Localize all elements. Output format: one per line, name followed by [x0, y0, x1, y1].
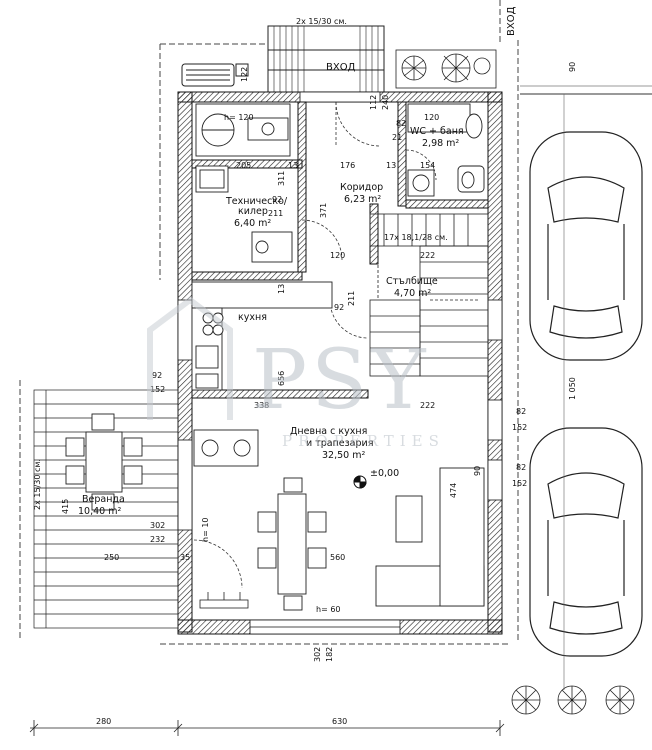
svg-text:92: 92	[152, 371, 162, 380]
svg-text:21: 21	[392, 133, 402, 142]
svg-text:302: 302	[313, 647, 322, 662]
stairs-spec: 17x 18,1/28 см.	[384, 233, 448, 242]
side-steps-label: 2x 15/30 см.	[33, 459, 42, 510]
level-label: ±0,00	[370, 468, 399, 479]
bathroom-fixtures	[407, 103, 485, 197]
svg-text:152: 152	[512, 479, 527, 488]
utility-label: Техническо/	[225, 196, 288, 207]
svg-text:240: 240	[381, 95, 390, 110]
plot-boundary	[19, 0, 519, 645]
svg-text:92: 92	[272, 195, 282, 204]
svg-text:232: 232	[150, 535, 165, 544]
car-icon	[529, 131, 643, 361]
svg-text:82: 82	[396, 119, 406, 128]
boiler-icon	[195, 103, 293, 263]
interior-walls	[191, 101, 489, 399]
plant-icon	[395, 49, 497, 89]
svg-text:h= 120: h= 120	[224, 113, 254, 122]
entrance-label: ВХОД	[326, 62, 356, 73]
watermark: PSY PROPERTIES	[147, 296, 445, 450]
dining-table-icon	[257, 477, 327, 611]
svg-text:205: 205	[236, 161, 251, 170]
stairs-area: 4,70 m²	[394, 288, 431, 299]
level-marker-icon	[353, 475, 367, 489]
svg-text:302: 302	[150, 521, 165, 530]
svg-text:35: 35	[180, 553, 190, 562]
wc-label: WC + баня	[410, 126, 464, 137]
svg-text:90: 90	[473, 466, 482, 476]
svg-text:152: 152	[150, 385, 165, 394]
corridor-label: Коридор	[340, 182, 383, 193]
wc-area: 2,98 m²	[422, 138, 459, 149]
svg-text:176: 176	[340, 161, 355, 170]
stairs-label: Стълбище	[386, 276, 438, 287]
svg-text:120: 120	[424, 113, 439, 122]
svg-text:13: 13	[277, 284, 286, 294]
sofa-icon	[375, 467, 485, 607]
dim-280: 280	[96, 717, 111, 726]
veranda-label: Веранда	[82, 494, 125, 505]
svg-text:211: 211	[268, 209, 283, 218]
svg-text:82: 82	[516, 463, 526, 472]
utility-area: 6,40 m²	[234, 218, 271, 229]
dim-1050: 1 050	[568, 377, 577, 400]
openings	[177, 91, 503, 635]
svg-text:222: 222	[420, 251, 435, 260]
svg-text:250: 250	[104, 553, 119, 562]
svg-text:211: 211	[347, 291, 356, 306]
staircase	[369, 213, 489, 377]
svg-text:152: 152	[512, 423, 527, 432]
svg-text:82: 82	[516, 407, 526, 416]
svg-text:371: 371	[319, 203, 328, 218]
svg-text:13: 13	[386, 161, 396, 170]
kitchen-label: кухня	[238, 312, 267, 323]
entrance-steps	[267, 25, 385, 93]
utility-label-2: килер	[238, 206, 268, 217]
entrance-side-label: ВХОД	[506, 6, 517, 36]
svg-text:474: 474	[449, 483, 458, 498]
top-steps-label: 2x 15/30 см.	[296, 17, 347, 26]
svg-text:112: 112	[369, 95, 378, 110]
svg-text:415: 415	[61, 499, 70, 514]
corridor-area: 6,23 m²	[344, 194, 381, 205]
svg-text:560: 560	[330, 553, 345, 562]
svg-text:338: 338	[254, 401, 269, 410]
bottom-dimension-line	[29, 720, 505, 736]
plant-icon	[511, 685, 635, 715]
svg-text:656: 656	[277, 371, 286, 386]
dim-122: 122	[240, 67, 249, 82]
dim-90: 90	[568, 62, 577, 72]
svg-text:PROPERTIES: PROPERTIES	[282, 432, 445, 450]
svg-text:PSY: PSY	[252, 333, 429, 428]
svg-text:154: 154	[420, 161, 435, 170]
svg-text:h= 60: h= 60	[316, 605, 341, 614]
ac-unit-icon	[181, 63, 249, 87]
svg-text:222: 222	[420, 401, 435, 410]
living-label-2: и трапезария	[306, 438, 373, 449]
veranda-table-icon	[65, 413, 143, 511]
living-area: 32,50 m²	[322, 450, 365, 461]
car-icon	[529, 427, 643, 657]
tv-unit-icon	[193, 429, 259, 467]
veranda-area: 10,40 m²	[78, 506, 121, 517]
dim-630: 630	[332, 717, 347, 726]
radiator-icon	[199, 592, 249, 609]
svg-text:182: 182	[325, 647, 334, 662]
svg-text:311: 311	[277, 171, 286, 186]
svg-text:92: 92	[334, 303, 344, 312]
dimension-labels: h= 120 112 240 82 21 120 205 13 176 13 1…	[61, 95, 527, 662]
living-label: Дневна с кухня	[290, 426, 367, 437]
svg-text:120: 120	[330, 251, 345, 260]
svg-text:13: 13	[288, 161, 298, 170]
svg-text:h= 10: h= 10	[201, 518, 210, 543]
